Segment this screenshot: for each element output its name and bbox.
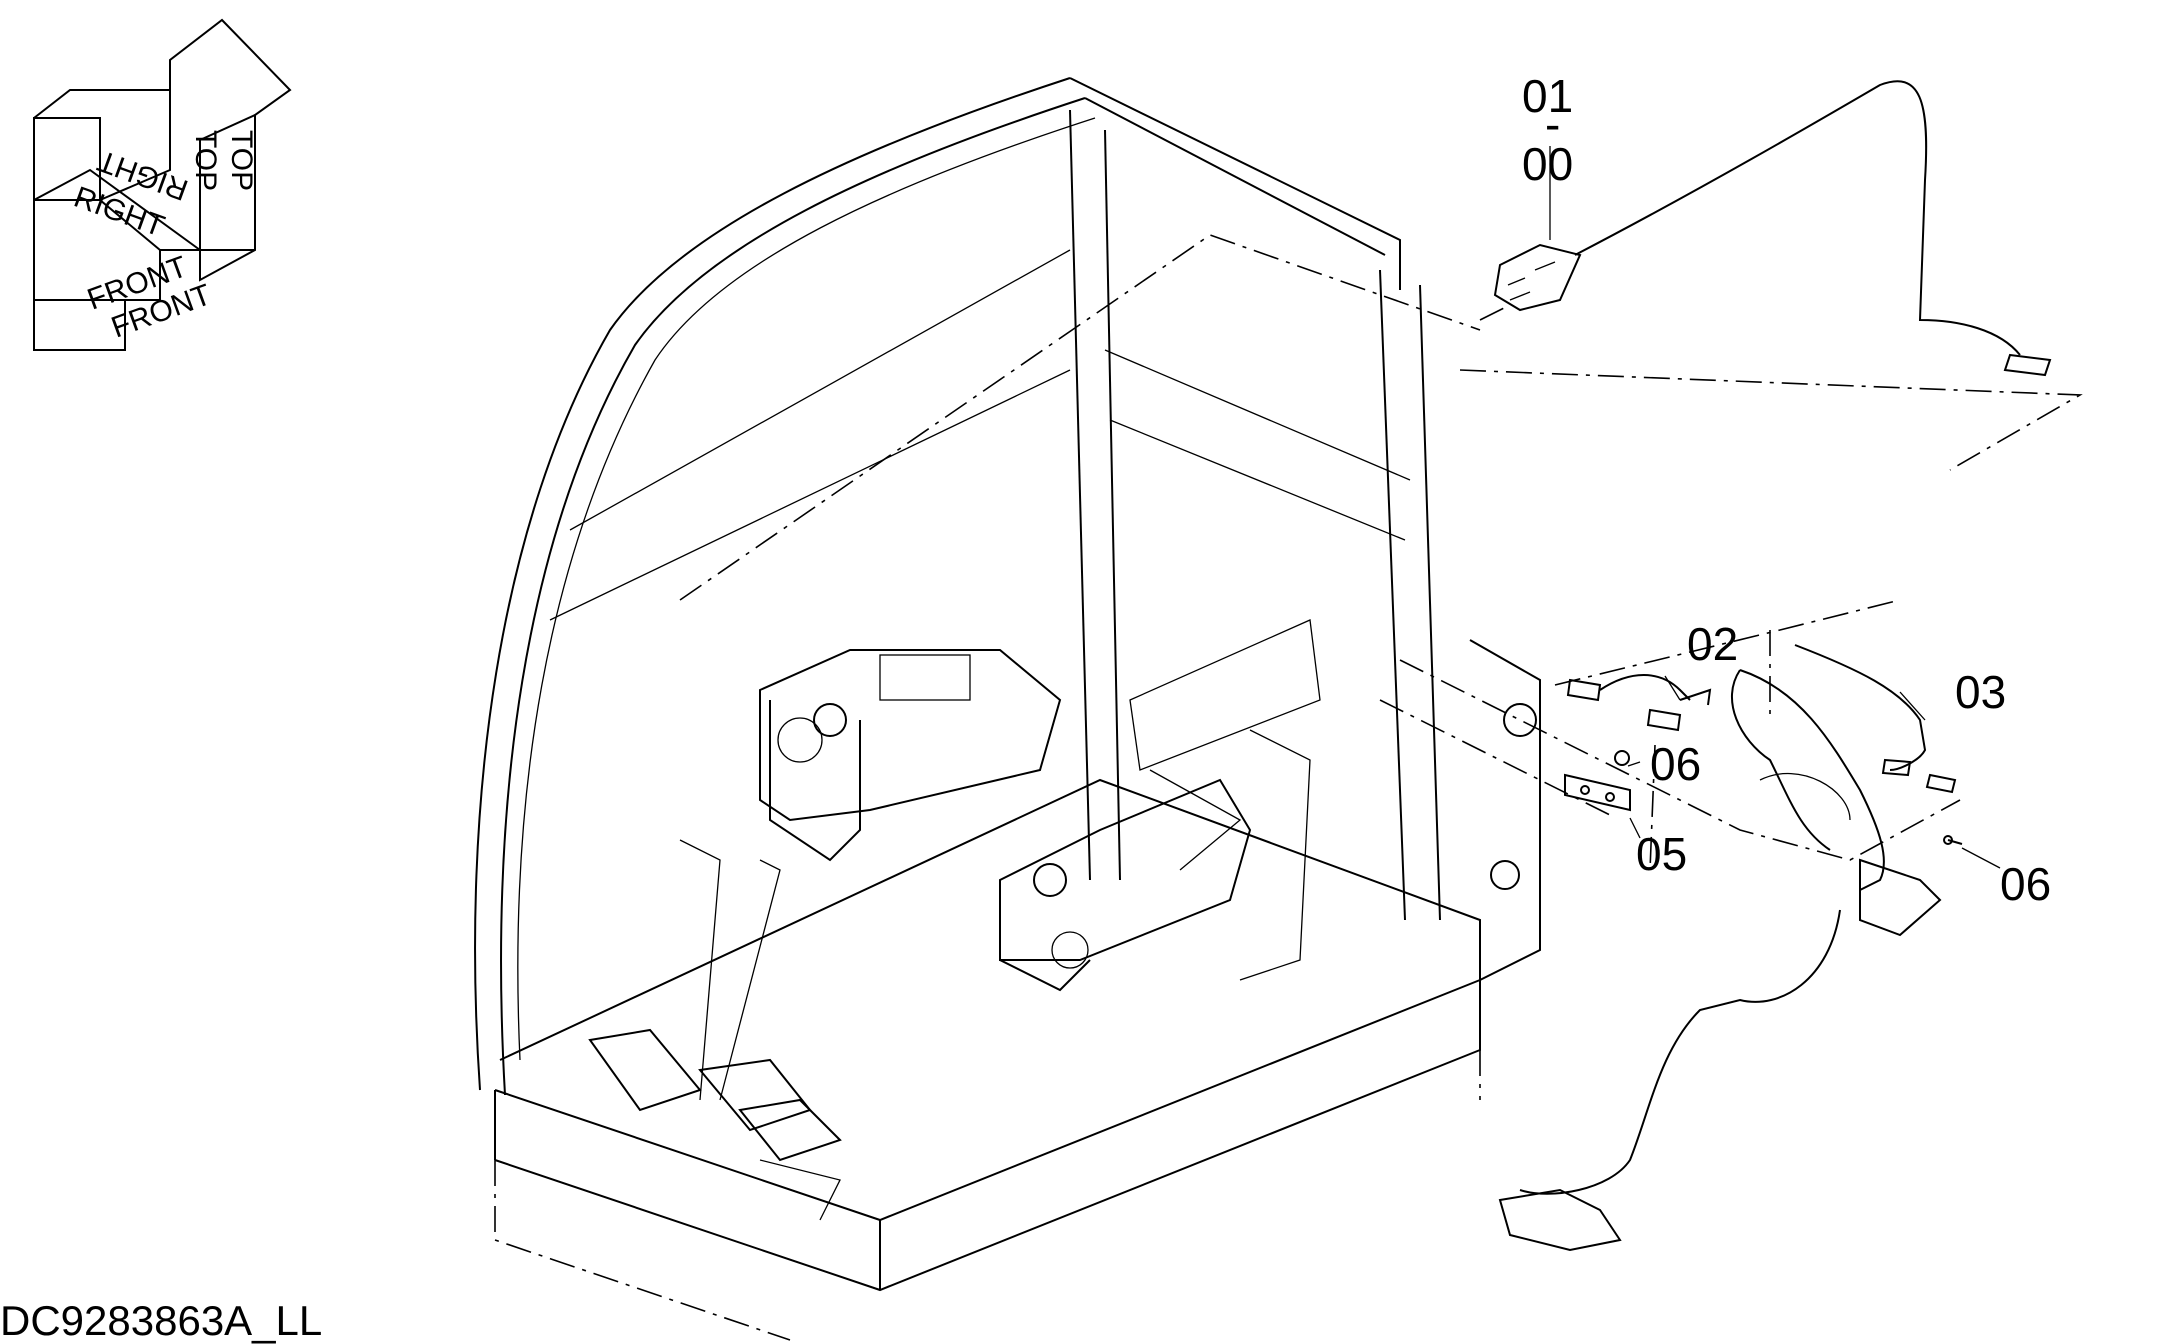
left-console	[759, 649, 1062, 862]
part-06-screw-b	[1943, 835, 1963, 845]
seat-base-assembly	[1129, 619, 1321, 981]
callout-01: 01	[1522, 70, 1573, 122]
callout-06-upper: 06	[1650, 738, 1701, 790]
explode-lines	[679, 234, 2083, 871]
callout-dash: -	[1545, 98, 1560, 150]
callout-06-lower: 06	[2000, 858, 2051, 910]
part-05-bracket	[1564, 773, 1631, 812]
callout-05: 05	[1636, 828, 1687, 880]
orientation-indicator: TOP TOP RIGHT RIGHT FRONT FRONT	[33, 18, 292, 351]
drawing-reference: DC9283863A_LL	[0, 1297, 322, 1344]
leader-lines	[1549, 146, 2001, 869]
right-armrest-control	[1498, 669, 1942, 1252]
cab-frame	[474, 77, 1541, 1341]
right-console	[999, 778, 1252, 992]
part-01-switch-module	[1479, 80, 2052, 377]
part-02-harness	[1566, 674, 1712, 732]
part-06-screw-a	[1614, 750, 1630, 766]
travel-pedals	[588, 839, 842, 1221]
part-03-harness	[1794, 644, 1957, 794]
orientation-top-label: TOP	[225, 130, 258, 191]
callout-00: 00	[1522, 138, 1573, 190]
callout-03: 03	[1955, 666, 2006, 718]
callout-02: 02	[1687, 618, 1738, 670]
orientation-top-label-shadow: TOP	[189, 130, 222, 191]
